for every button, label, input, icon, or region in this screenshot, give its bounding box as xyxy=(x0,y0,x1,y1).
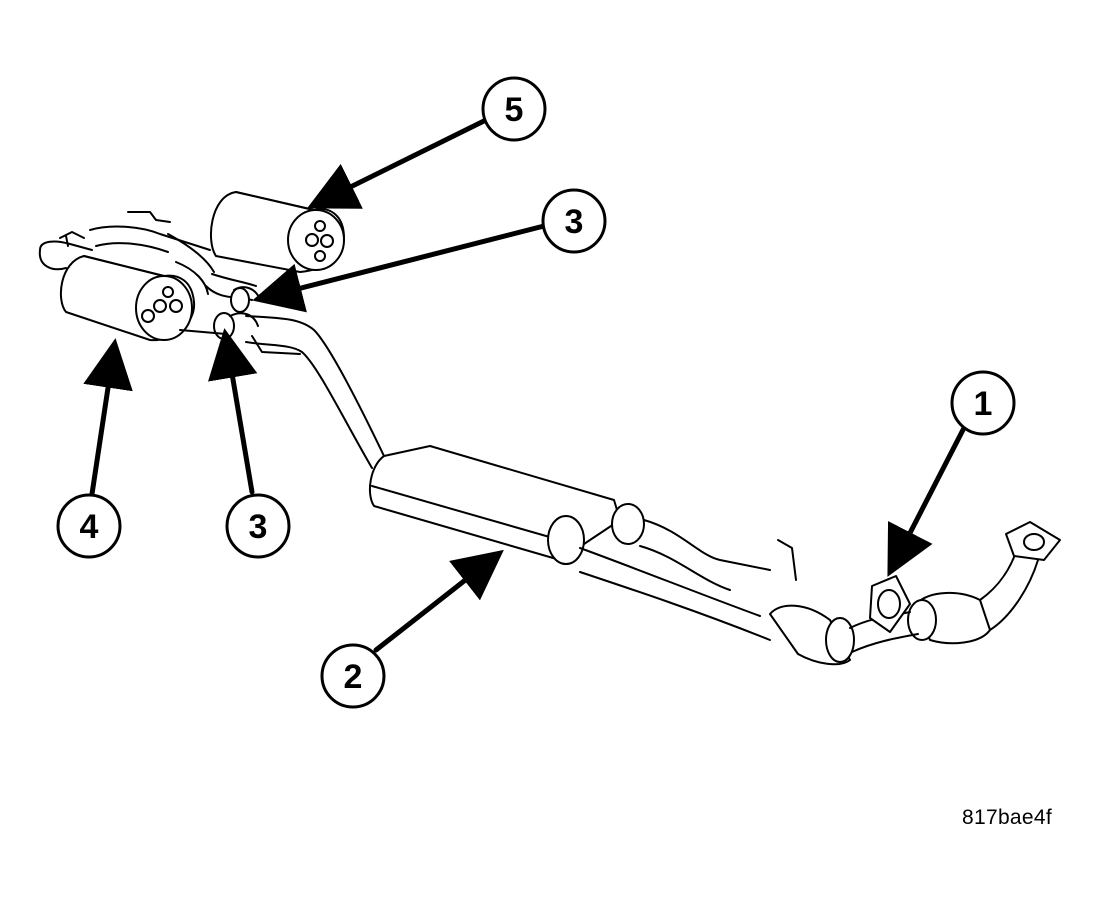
arrow-callout-3b xyxy=(208,328,258,495)
resonator-muffler xyxy=(368,445,645,565)
callout-3b-label: 3 xyxy=(249,508,268,546)
callout-4-label: 4 xyxy=(80,508,99,546)
callout-5: 5 xyxy=(481,76,547,142)
catalytic-converter-right xyxy=(907,591,991,645)
callout-3a: 3 xyxy=(541,188,607,254)
callout-1: 1 xyxy=(950,370,1016,436)
tailpipe-left xyxy=(38,240,93,271)
arrow-callout-5 xyxy=(307,115,493,209)
arrow-callout-3a xyxy=(252,223,547,313)
callout-5-label: 5 xyxy=(505,91,524,129)
hanger-bracket-front xyxy=(777,539,797,581)
front-pipe-left xyxy=(579,547,771,641)
intermediate-pipe xyxy=(179,315,385,469)
hanger-rod-rear-right xyxy=(127,211,171,223)
manifold-flange xyxy=(1005,521,1061,561)
callout-4: 4 xyxy=(56,493,122,559)
catalytic-converter-left xyxy=(769,604,855,666)
right-muffler xyxy=(209,191,345,273)
callout-2-label: 2 xyxy=(344,658,363,696)
exhaust-flange-gasket xyxy=(869,575,911,633)
left-muffler xyxy=(59,255,196,342)
pipe-clamp-upper xyxy=(230,286,261,313)
arrow-callout-4 xyxy=(83,338,133,497)
tailpipe-right xyxy=(89,225,211,253)
callout-2: 2 xyxy=(320,643,386,709)
callout-3a-label: 3 xyxy=(565,203,584,241)
figure-reference-code: 817bae4f xyxy=(962,806,1052,829)
front-pipe-right xyxy=(639,519,771,591)
arrow-callout-1 xyxy=(887,421,969,577)
exhaust-assembly xyxy=(38,191,1061,666)
callout-3b: 3 xyxy=(225,493,291,559)
callout-arrows xyxy=(83,115,969,653)
crossover-pipe-upper xyxy=(167,233,215,295)
arrow-callout-2 xyxy=(373,549,504,653)
callout-circles: 1 2 3 3 4 5 xyxy=(56,76,1016,709)
callout-1-label: 1 xyxy=(974,385,993,423)
